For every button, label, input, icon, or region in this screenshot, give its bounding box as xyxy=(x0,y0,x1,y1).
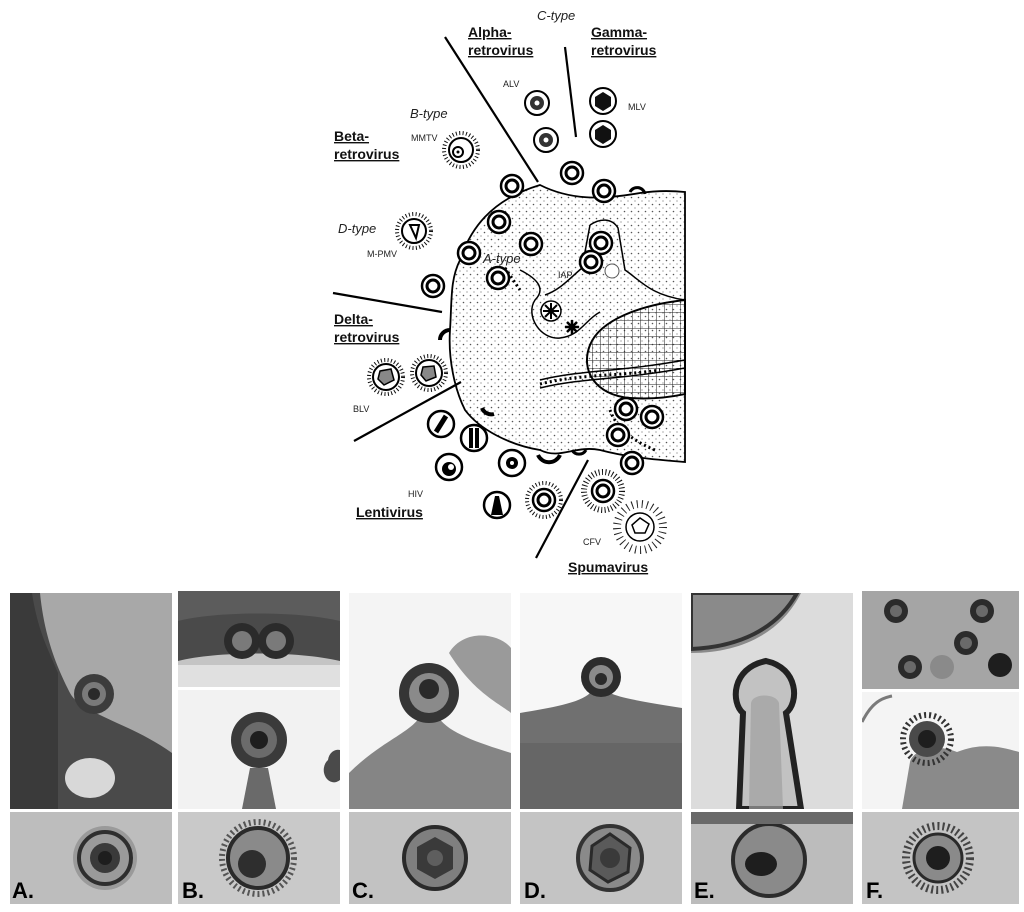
em-panel-a-budding xyxy=(10,593,172,809)
budding-particle xyxy=(559,160,585,186)
delta-label-line1: Delta- xyxy=(334,311,373,327)
budding-particle xyxy=(486,209,512,235)
em-panel-f-budding xyxy=(862,692,1019,809)
panel-label-b: B. xyxy=(182,878,204,903)
hiv-particle xyxy=(459,423,489,453)
mmtv-label: MMTV xyxy=(411,133,438,143)
mlv-label: MLV xyxy=(628,102,646,112)
budding-particle xyxy=(613,396,639,422)
delta-label-line2: retrovirus xyxy=(334,329,400,345)
divider-line xyxy=(535,459,589,559)
mpmv-label: M-PMV xyxy=(367,249,397,259)
divider-line xyxy=(353,381,462,442)
hiv-particle xyxy=(434,452,464,482)
em-panel-d-budding xyxy=(520,593,682,809)
em-panel-e-particle xyxy=(691,812,853,904)
panel-label-d: D. xyxy=(524,878,546,903)
budding-particle xyxy=(639,404,665,430)
mmtv-particle xyxy=(442,131,480,169)
iap-label: IAP xyxy=(558,270,573,280)
a-type-label: A-type xyxy=(482,251,521,266)
em-panel-b-budding xyxy=(178,690,340,809)
em-panel-a-particle xyxy=(10,812,172,904)
alpha-label-line2: retrovirus xyxy=(468,42,534,58)
blv-particle xyxy=(410,354,448,392)
hiv-particle xyxy=(482,490,512,520)
retrovirus-morphology-diagram: Alpha- retrovirus Gamma- retrovirus Beta… xyxy=(332,8,686,575)
beta-label-line1: Beta- xyxy=(334,128,369,144)
budding-particle xyxy=(619,450,645,476)
cfv-label: CFV xyxy=(583,537,601,547)
endoplasmic-reticulum xyxy=(539,359,686,389)
blv-label: BLV xyxy=(353,404,369,414)
divider-line xyxy=(332,291,443,314)
dotted-membrane xyxy=(539,368,661,386)
em-panel-f-top xyxy=(862,591,1019,689)
em-panel-d-particle xyxy=(520,812,682,904)
gamma-label-line2: retrovirus xyxy=(591,42,657,58)
alpha-label-line1: Alpha- xyxy=(468,24,512,40)
spumavirus-label: Spumavirus xyxy=(568,559,648,575)
panel-label-a: A. xyxy=(12,878,34,903)
budding-particle xyxy=(456,240,482,266)
em-panel-f-particle xyxy=(862,812,1019,904)
hiv-particle xyxy=(426,409,456,439)
golgi-membrane xyxy=(519,269,601,339)
hiv-particle xyxy=(497,448,527,478)
mlv-particle xyxy=(589,120,617,148)
hiv-label: HIV xyxy=(408,489,423,499)
nucleus xyxy=(585,298,686,400)
spumavirus-particle xyxy=(581,469,625,513)
budding-particle xyxy=(591,178,617,204)
alv-label: ALV xyxy=(503,79,519,89)
intracellular-a-particle xyxy=(485,265,511,291)
cfv-particle xyxy=(613,500,667,554)
budding-particle xyxy=(499,173,525,199)
panel-label-c: C. xyxy=(352,878,374,903)
d-type-label: D-type xyxy=(338,221,376,236)
blv-particle xyxy=(367,358,405,396)
mpmv-particle xyxy=(395,212,433,250)
panel-label-e: E. xyxy=(694,878,715,903)
iap-particle xyxy=(578,249,604,275)
em-panel-b-particle xyxy=(178,812,340,904)
c-type-label: C-type xyxy=(537,8,575,23)
star-particle xyxy=(540,300,562,322)
divider-line xyxy=(563,46,578,138)
beta-label-line2: retrovirus xyxy=(334,146,400,162)
em-panel-e-budding xyxy=(691,593,853,809)
divider-line xyxy=(444,36,539,183)
em-panel-c-budding xyxy=(349,593,511,809)
panel-label-f: F. xyxy=(866,878,884,903)
gamma-label-line1: Gamma- xyxy=(591,24,647,40)
intracellular-a-particle xyxy=(518,231,544,257)
lentivirus-particle xyxy=(525,481,563,519)
em-panel-c-particle xyxy=(349,812,511,904)
budding-particle xyxy=(605,422,631,448)
mlv-particle xyxy=(589,87,617,115)
b-type-label: B-type xyxy=(410,106,448,121)
alv-particle xyxy=(524,90,550,116)
lentivirus-label: Lentivirus xyxy=(356,504,423,520)
alv-particle xyxy=(533,127,559,153)
budding-particle xyxy=(420,273,446,299)
em-panel-b-top xyxy=(178,591,340,687)
